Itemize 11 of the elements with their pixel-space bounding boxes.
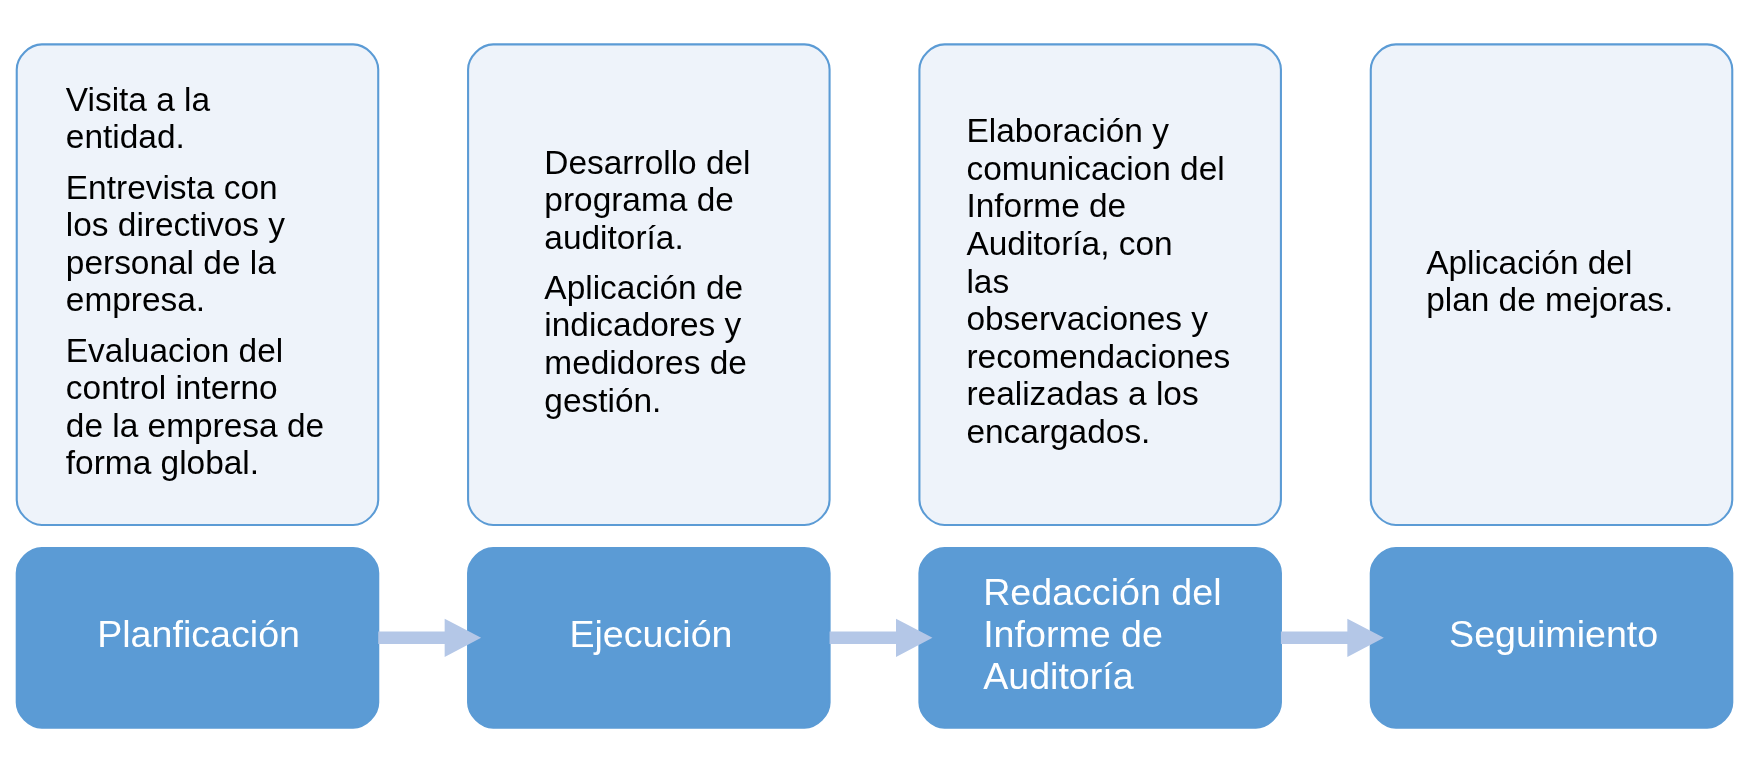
node-box: Aplicación del plan de mejoras. (1369, 43, 1734, 526)
node-box: Ejecución (467, 546, 831, 729)
node-box: Visita a la entidad. Entrevista con los directivos y personal de la empresa. Evaluacion del control interno de la empresa de forma global. (15, 43, 380, 526)
arrow (829, 618, 933, 657)
arrow (378, 618, 482, 657)
node-box: Seguimiento (1369, 546, 1734, 729)
node-box: Elaboración y comunicacion del Informe de Auditoría, con las observaciones y recomendaciones realizadas a los encargados. (918, 43, 1282, 526)
node-box: Redacción del Informe de Auditoría (918, 546, 1282, 729)
node-box: Desarrollo del programa de auditoría. Aplicación de indicadores y medidores de gestión. (467, 43, 831, 526)
node-box: Planficación (15, 546, 380, 729)
arrow (1280, 618, 1384, 657)
